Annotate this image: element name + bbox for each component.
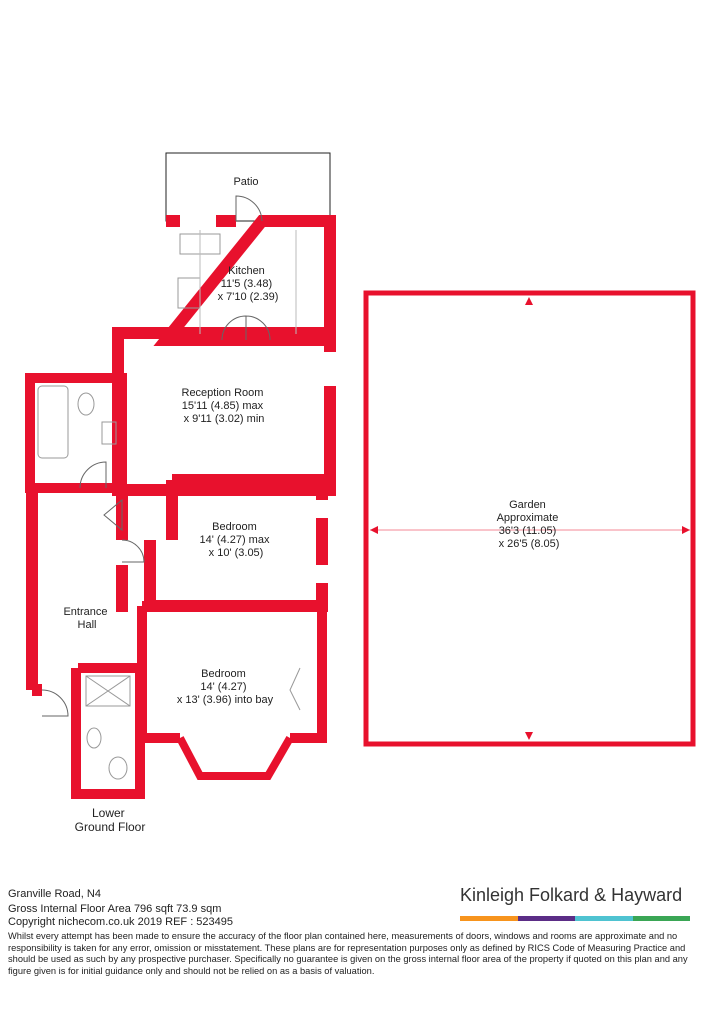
garden-boundary <box>363 290 696 747</box>
hall-door-2 <box>121 539 145 563</box>
copyright-line: Copyright nichecom.co.uk 2019 REF : 5234… <box>8 916 234 928</box>
bedroom-1-window-lower <box>316 565 330 583</box>
logo-bar-teal <box>575 916 633 921</box>
patio-door-swing <box>235 195 263 222</box>
agent-logo-text: Kinleigh Folkard & Hayward <box>460 885 683 905</box>
garden-arrow-right <box>682 526 690 534</box>
bathtub-icon <box>37 385 69 459</box>
reception-window <box>322 352 336 386</box>
patio-label: Patio <box>233 176 258 188</box>
shower-tray-icon <box>85 675 131 707</box>
entrance-door <box>41 689 69 717</box>
bedroom-1-window-upper <box>316 500 330 518</box>
garden-arrow-top <box>525 297 533 305</box>
address-line: Granville Road, N4 <box>8 888 101 900</box>
toilet-icon <box>77 392 95 416</box>
shower-room-walls <box>71 663 145 799</box>
entrance-hall-label: Entrance Hall <box>63 606 110 631</box>
entrance-hall-walls <box>26 488 128 696</box>
shower-room-toilet-icon <box>108 756 128 780</box>
bedroom-2-label: Bedroom 14' (4.27) x 13' (3.96) into bay <box>177 668 274 706</box>
garden-label: Garden Approximate 36'3 (11.05) x 26'5 (… <box>497 499 562 550</box>
bay-window <box>176 735 294 780</box>
bedroom-1-label: Bedroom 14' (4.27) max x 10' (3.05) <box>199 521 272 559</box>
kitchen-double-door <box>221 315 271 341</box>
kitchen-window <box>180 214 216 228</box>
floor-label: Lower Ground Floor <box>75 806 146 834</box>
disclaimer-text: Whilst every attempt has been made to en… <box>8 931 688 976</box>
reception-label: Reception Room 15'11 (4.85) max x 9'11 (… <box>182 387 267 425</box>
bathroom-door <box>79 461 107 489</box>
garden-arrow-left <box>370 526 378 534</box>
patio-outline <box>165 152 331 222</box>
logo-bar-purple <box>517 916 575 921</box>
hall-door-1 <box>103 498 123 532</box>
agent-logo-bar <box>460 916 690 921</box>
shower-tray-cross-2 <box>85 675 131 707</box>
shower-room-basin-icon <box>86 727 102 749</box>
garden-arrow-bottom <box>525 732 533 740</box>
floor-area-line: Gross Internal Floor Area 796 sqft 73.9 … <box>8 903 222 915</box>
basin-icon <box>101 421 117 445</box>
kitchen-label: Kitchen 11'5 (3.48) x 7'10 (2.39) <box>218 265 279 303</box>
bathroom-walls <box>25 373 127 493</box>
floor-plan: Patio Kitchen 11'5 (3.48) x 7'10 (2.39) … <box>25 152 696 834</box>
wardrobe-icon <box>289 667 301 711</box>
logo-bar-green <box>632 916 690 921</box>
logo-bar-orange <box>460 916 518 921</box>
